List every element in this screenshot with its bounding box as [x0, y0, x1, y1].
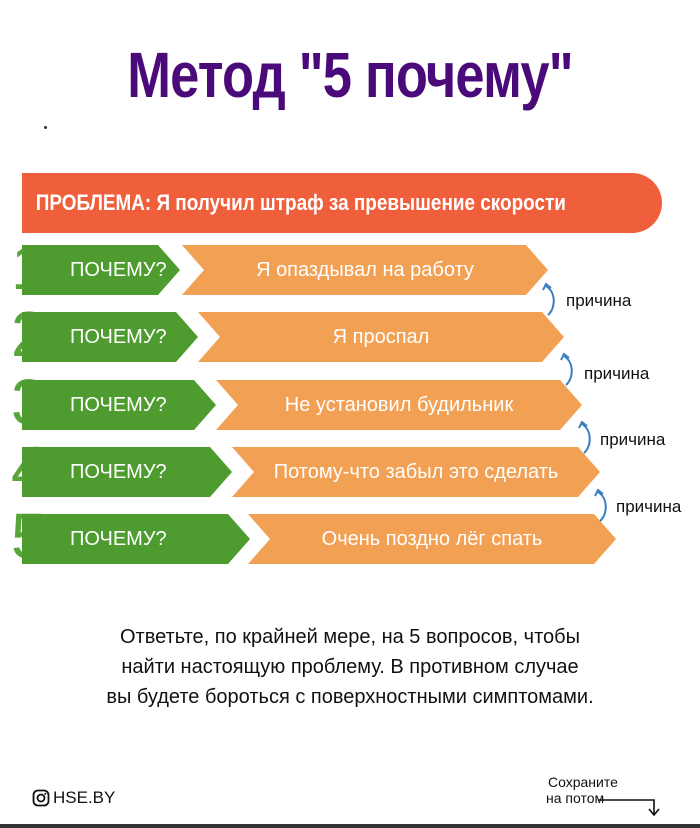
footnote-line: вы будете бороться с поверхностными симп…	[106, 686, 594, 708]
answer-arrow: Не установил будильник	[216, 380, 582, 430]
down-arrow-icon	[598, 799, 660, 817]
answer-text: Потому-что забыл это сделать	[273, 461, 559, 483]
save-line-1: Сохраните	[548, 774, 618, 790]
bottom-border	[0, 824, 700, 828]
why-arrow: ПОЧЕМУ?	[22, 312, 198, 362]
save-line-2: на потом	[546, 790, 605, 806]
answer-text: Я опаздывал на работу	[256, 259, 474, 281]
answer-arrow: Я опаздывал на работу	[182, 245, 548, 295]
save-later-note: Сохраните на потом	[546, 774, 618, 806]
curved-up-arrow-icon	[594, 488, 607, 522]
why-label: ПОЧЕМУ?	[70, 394, 167, 416]
answer-arrow: Я проспал	[198, 312, 564, 362]
footnote-line: Ответьте, по крайней мере, на 5 вопросов…	[120, 626, 580, 648]
answer-arrow: Потому-что забыл это сделать	[232, 447, 600, 497]
why-arrow: ПОЧЕМУ?	[22, 245, 180, 295]
why-arrow: ПОЧЕМУ?	[22, 514, 250, 564]
cause-label: причина	[584, 364, 650, 383]
curved-up-arrow-icon	[578, 420, 591, 454]
decorative-dot	[44, 126, 47, 129]
instagram-icon	[32, 789, 50, 807]
why-label: ПОЧЕМУ?	[70, 528, 167, 550]
curved-up-arrow-icon	[542, 282, 555, 316]
brand-name: HSE.BY	[53, 788, 116, 807]
problem-text: ПРОБЛЕМА: Я получил штраф за превышение …	[35, 190, 566, 215]
answer-text: Я проспал	[332, 326, 430, 348]
why-label: ПОЧЕМУ?	[70, 326, 167, 348]
curved-up-arrow-icon	[560, 352, 573, 386]
brand-handle[interactable]: HSE.BY	[32, 788, 115, 808]
why-arrow: ПОЧЕМУ?	[22, 447, 232, 497]
answer-arrow: Очень поздно лёг спать	[248, 514, 616, 564]
cause-label: причина	[600, 430, 666, 449]
answer-text: Очень поздно лёг спать	[321, 528, 543, 550]
why-label: ПОЧЕМУ?	[70, 461, 167, 483]
page-title: Метод "5 почему"	[127, 39, 573, 111]
problem-banner: ПРОБЛЕМА: Я получил штраф за превышение …	[22, 173, 662, 233]
cause-label: причина	[616, 497, 682, 516]
answer-text: Не установил будильник	[284, 394, 514, 416]
why-arrow: ПОЧЕМУ?	[22, 380, 216, 430]
why-label: ПОЧЕМУ?	[70, 259, 167, 281]
footnote-text: Ответьте, по крайней мере, на 5 вопросов…	[0, 622, 700, 712]
footnote-line: найти настоящую проблему. В противном сл…	[121, 656, 579, 678]
cause-label: причина	[566, 291, 632, 310]
